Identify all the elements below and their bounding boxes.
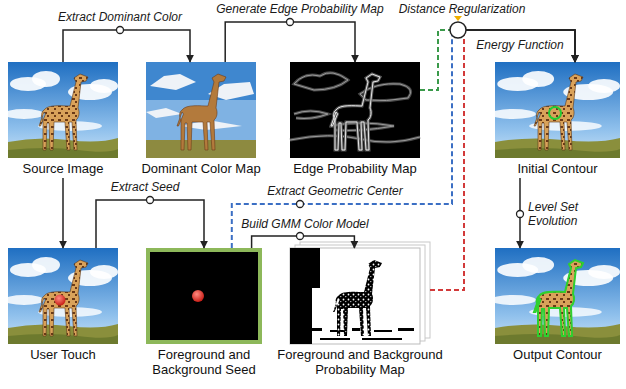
connector (63, 30, 190, 62)
seed-frame (148, 250, 260, 342)
edge-label: Extract Dominant Color (58, 10, 182, 24)
edge-ground (290, 62, 420, 158)
seed-dot (192, 290, 204, 302)
connector (63, 178, 64, 248)
edge-label: Level Set Evolution (528, 200, 620, 228)
connector-line (225, 22, 355, 62)
initial-contour-photo (490, 62, 620, 158)
connector (420, 30, 575, 90)
image-panel: Output Contour (495, 248, 620, 364)
image-panel: Source Image (8, 62, 118, 178)
panel-caption: Foreground and Background Probability Ma… (272, 347, 448, 377)
image-panel: Edge Probability Map (290, 62, 420, 178)
junctions (117, 16, 524, 240)
image-panel: Foreground and Background Seed (146, 248, 262, 379)
panel-caption: Edge Probability Map (280, 161, 430, 176)
initial-contour-circle (549, 107, 561, 119)
merge-circle (450, 22, 466, 38)
panel-caption: Output Contour (495, 347, 620, 362)
connector (430, 30, 575, 290)
giraffe-probability (333, 260, 382, 336)
image-panel: Initial Contour (495, 62, 620, 178)
connector (232, 30, 575, 248)
seed-image (148, 250, 260, 342)
giraffe (39, 74, 88, 150)
junction-circle (297, 233, 304, 240)
panel-caption: Dominant Color Map (131, 161, 271, 176)
junction-circle (147, 197, 154, 204)
connectors (63, 22, 575, 290)
scene (4, 62, 118, 158)
annotation-label: Energy Function (476, 38, 563, 52)
giraffe (39, 260, 88, 336)
edge-label: Build GMM Color Model (241, 217, 368, 231)
connector-line (63, 30, 190, 62)
prob-background-region (290, 248, 312, 344)
edge-label: Extract Geometric Center (267, 184, 402, 198)
user-touch-photo (4, 248, 118, 344)
source-photo (4, 62, 118, 158)
giraffe (534, 74, 583, 150)
connector-line (466, 30, 575, 62)
panel-caption: Foreground and Background Seed (146, 347, 262, 377)
image-panel: Foreground and Background Probability Ma… (290, 248, 430, 379)
touch-dot (55, 295, 66, 306)
connector-line (420, 30, 450, 90)
regularization-pointer (454, 16, 462, 21)
output-contour-line (534, 260, 583, 336)
connector (225, 22, 355, 62)
connector-line (430, 35, 464, 290)
output-contour-photo (490, 248, 620, 344)
panel-caption: User Touch (8, 347, 118, 362)
panel-caption: Source Image (0, 161, 128, 176)
prob-ground (290, 248, 420, 344)
annotation-label: Distance Regularization (399, 2, 526, 16)
image-panel: User Touch (8, 248, 118, 364)
probability-map-image (290, 242, 430, 344)
giraffe (177, 74, 226, 150)
scene (490, 248, 620, 344)
scene (4, 248, 118, 344)
junction-circle (297, 201, 304, 208)
scene (146, 62, 256, 158)
panel-caption: Initial Contour (495, 161, 620, 176)
giraffe-edge-glow (331, 74, 380, 150)
junction-circle (117, 27, 124, 34)
connector-line (62, 178, 64, 248)
connector (96, 200, 204, 248)
edge-map-photo (290, 62, 420, 158)
scene (490, 62, 620, 158)
edge-lines (290, 73, 420, 142)
dominant-color-photo (146, 62, 256, 158)
giraffe-edge (331, 74, 380, 150)
connector-line (466, 30, 575, 62)
giraffe (534, 260, 583, 336)
connector-line (96, 200, 204, 248)
junction-circle (517, 211, 524, 218)
edge-label: Extract Seed (111, 180, 180, 194)
connector-line (466, 30, 575, 62)
junction-circle (287, 19, 294, 26)
prob-background-region (312, 248, 320, 288)
edge-label: Generate Edge Probability Map (216, 2, 383, 16)
image-panel: Dominant Color Map (146, 62, 256, 178)
connector-line (232, 35, 452, 248)
edge-glow (290, 73, 420, 142)
